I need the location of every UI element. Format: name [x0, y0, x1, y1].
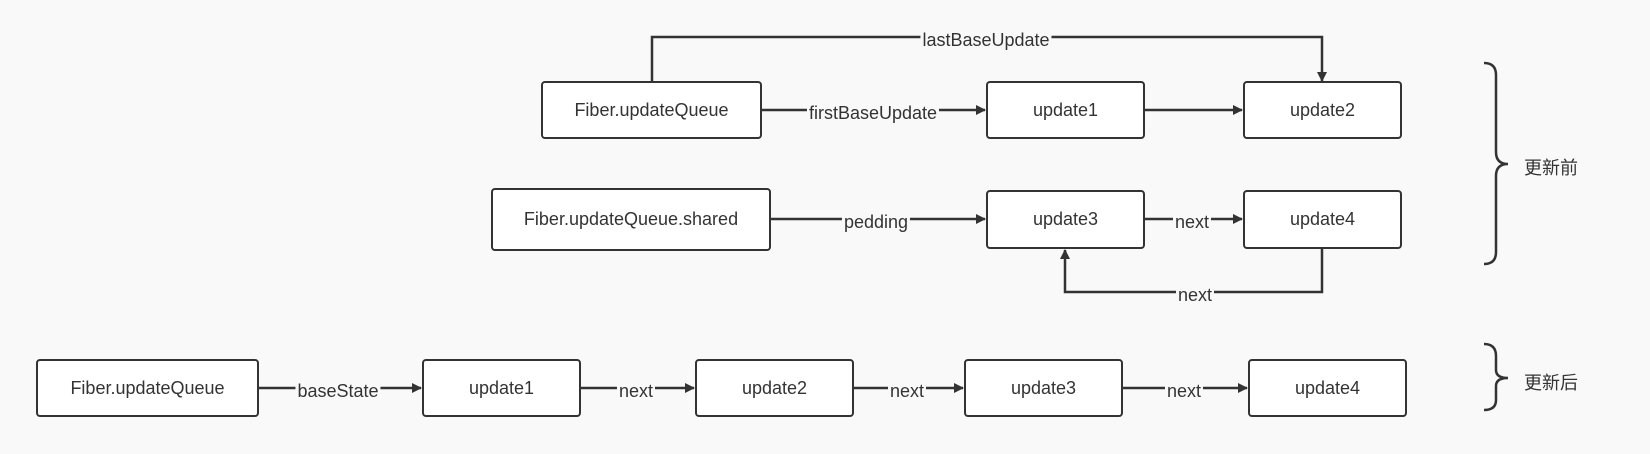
edge-label-lastBaseUpdate: lastBaseUpdate [920, 30, 1052, 50]
after-update1-box: update1 [422, 359, 581, 417]
after-update1-label: update1 [468, 377, 535, 398]
update2-label: update2 [1289, 99, 1356, 120]
fiber-updatequeue-shared-label: Fiber.updateQueue.shared [523, 209, 739, 229]
edge-label-loop-next: next [1175, 285, 1215, 305]
update2-box: update2 [1243, 81, 1402, 139]
after-update3-label: update3 [1010, 377, 1077, 398]
edge-label-after-next-2: next [887, 381, 927, 401]
after-update2-box: update2 [695, 359, 854, 417]
edge-label-pedding: pedding [841, 212, 911, 232]
edge-label-baseState: baseState [295, 381, 381, 401]
update4-box: update4 [1243, 190, 1402, 249]
after-update4-label: update4 [1294, 377, 1361, 398]
after-update3-box: update3 [964, 359, 1123, 417]
after-fiber-updatequeue-box: Fiber.updateQueue [36, 359, 259, 417]
update4-label: update4 [1289, 209, 1356, 229]
brace-before [1483, 61, 1509, 266]
edge-label-firstBaseUpdate: firstBaseUpdate [806, 103, 940, 123]
fiber-updatequeue-label: Fiber.updateQueue [574, 99, 729, 120]
after-fiber-updatequeue-label: Fiber.updateQueue [70, 377, 225, 398]
group-label-before: 更新前 [1524, 158, 1578, 178]
group-label-after: 更新后 [1524, 373, 1578, 393]
update1-box: update1 [986, 81, 1145, 139]
fiber-updatequeue-shared-box: Fiber.updateQueue.shared [491, 188, 771, 251]
brace-after [1483, 342, 1509, 412]
fiber-updatequeue-box: Fiber.updateQueue [541, 81, 762, 139]
edge-label-after-next-3: next [1164, 381, 1204, 401]
edge-label-after-next-1: next [616, 381, 656, 401]
after-update2-label: update2 [741, 377, 808, 398]
edge-label-next-3-4: next [1172, 212, 1212, 232]
after-update4-box: update4 [1248, 359, 1407, 417]
update3-label: update3 [1032, 209, 1099, 229]
update1-label: update1 [1032, 99, 1099, 120]
update3-box: update3 [986, 190, 1145, 249]
